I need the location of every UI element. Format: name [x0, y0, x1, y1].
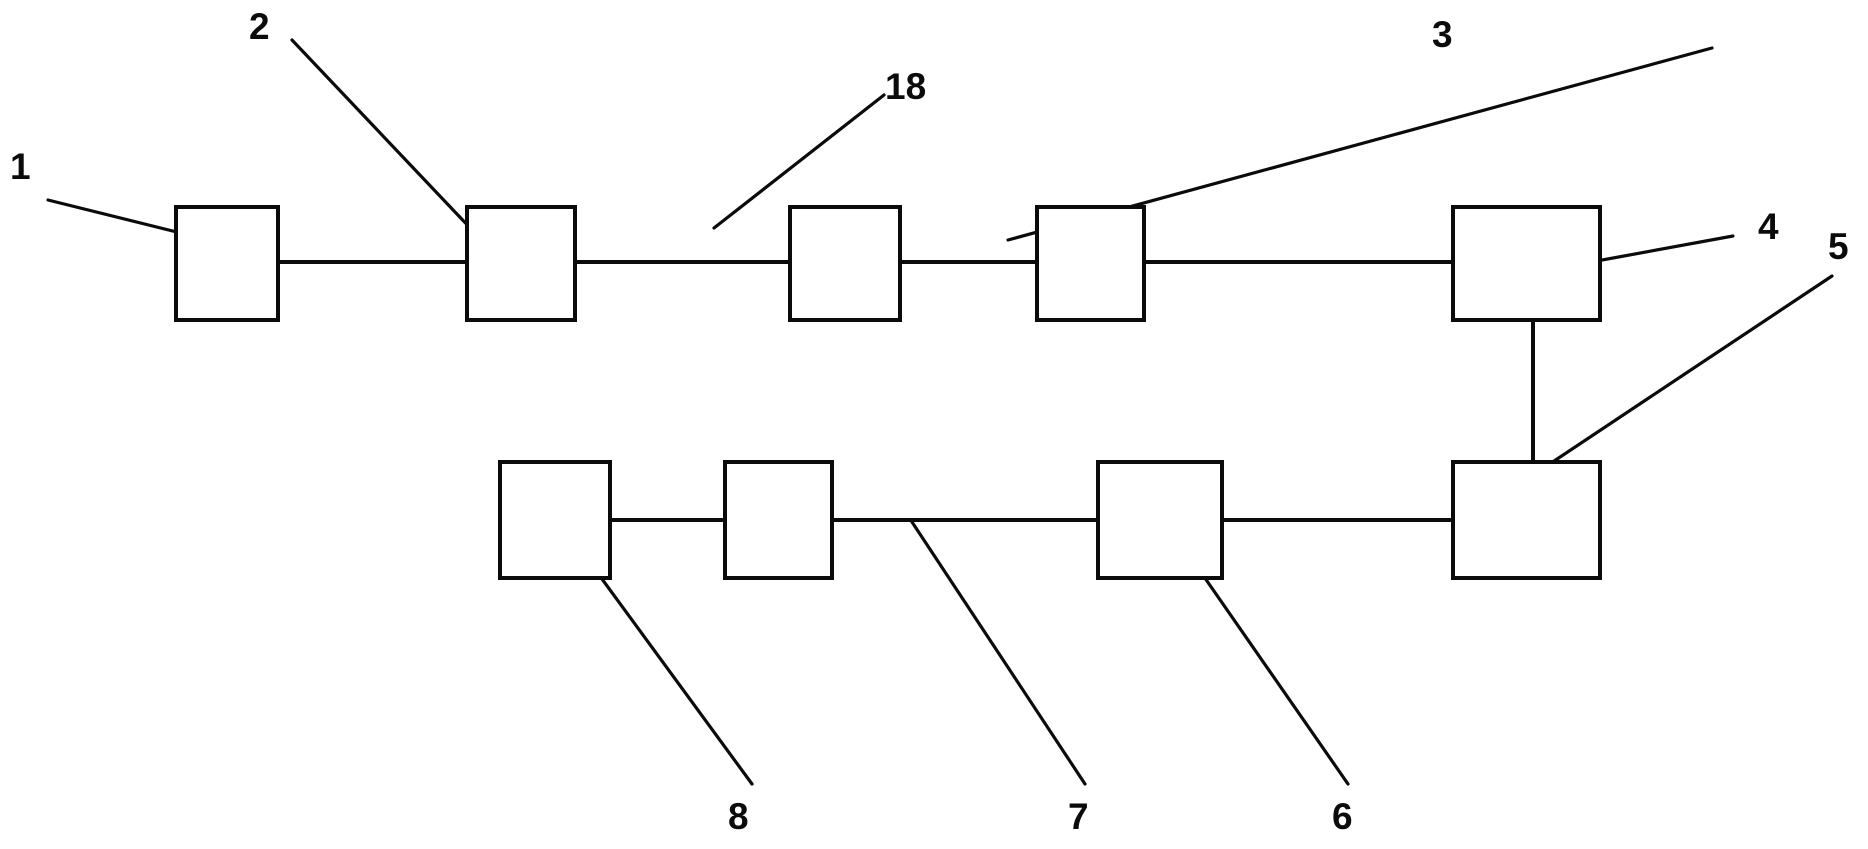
block-3[interactable] [1035, 205, 1146, 322]
block-6[interactable] [1096, 460, 1224, 580]
block-4[interactable] [1451, 205, 1602, 322]
block-7[interactable] [723, 460, 834, 580]
leader-line-layer [46, 38, 1834, 786]
reference-label-3: 3 [1432, 14, 1453, 55]
reference-label-7: 7 [1068, 796, 1089, 837]
leader-line-18 [712, 93, 886, 230]
connector-layer [278, 260, 1535, 522]
block-layer [174, 205, 1602, 580]
reference-label-18: 18 [885, 66, 927, 107]
reference-label-4: 4 [1758, 206, 1779, 247]
leader-line-7 [910, 520, 1087, 786]
block-5[interactable] [1451, 460, 1602, 580]
leader-line-2 [290, 38, 476, 234]
reference-label-8: 8 [728, 796, 749, 837]
reference-label-1: 1 [10, 146, 31, 187]
block-18[interactable] [788, 205, 902, 322]
reference-label-5: 5 [1828, 226, 1849, 267]
reference-label-6: 6 [1332, 796, 1353, 837]
block-1[interactable] [174, 205, 280, 322]
block-8[interactable] [498, 460, 612, 580]
block-2[interactable] [465, 205, 577, 322]
reference-label-2: 2 [249, 6, 270, 47]
